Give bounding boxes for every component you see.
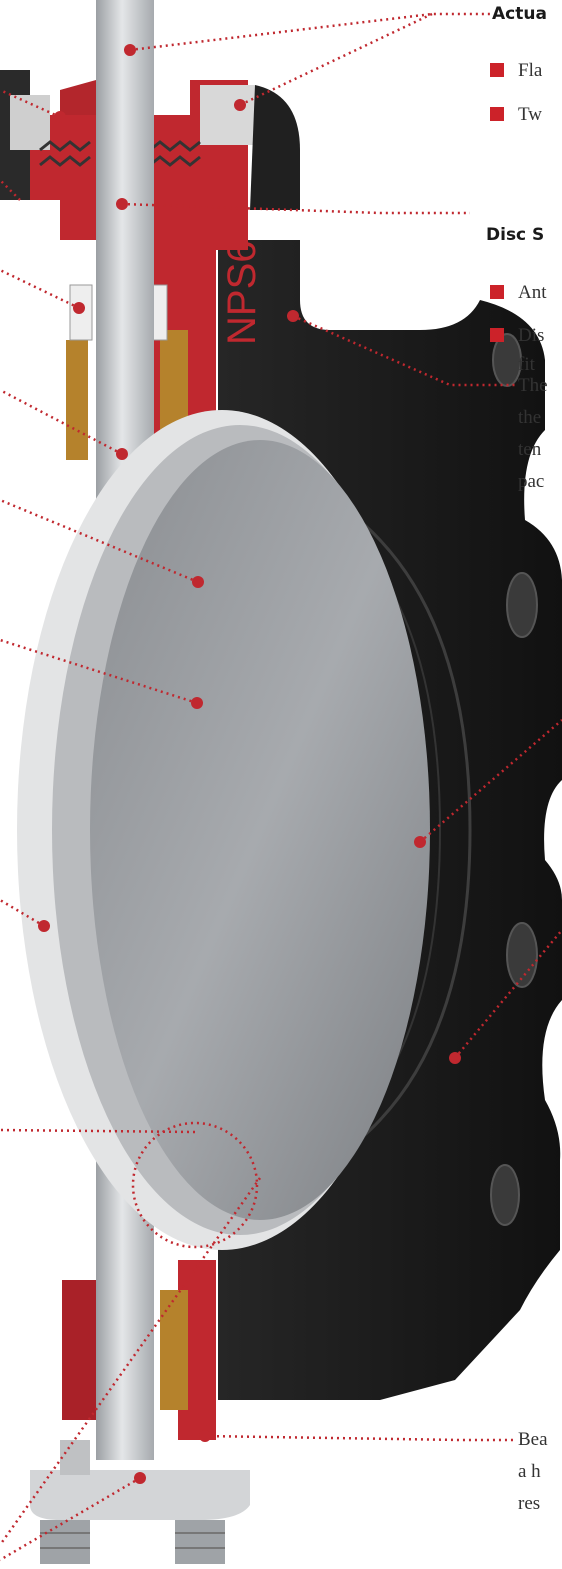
actuator-bullet-1: Fla: [490, 60, 542, 82]
actuator-bullet-2: Tw: [490, 104, 542, 126]
callout-dots: [38, 44, 461, 1484]
disc-bullet-2: Dis: [490, 325, 544, 347]
valve-disc: [17, 410, 430, 1250]
disc-bullet-1: Ant: [490, 282, 547, 304]
actuator-heading: Actua: [492, 4, 547, 24]
callout-lines: [0, 12, 562, 1562]
bottom-cap: [30, 1440, 250, 1564]
bearing-description-line-2: a h: [518, 1461, 541, 1482]
body-description-line-1: The: [518, 375, 548, 396]
bullet-square-icon: [490, 328, 504, 342]
bullet-square-icon: [490, 63, 504, 77]
bearing-description-line-1: Bea: [518, 1429, 548, 1450]
bullet-square-icon: [490, 107, 504, 121]
body-description-line-4: pac: [518, 471, 545, 492]
disc-heading: Disc S: [486, 225, 545, 245]
body-description-line-3: ten: [518, 439, 542, 460]
bearing-description-line-3: res: [518, 1493, 541, 1514]
disc-bullet-2-cont: fit: [518, 354, 535, 375]
size-stamp: NPS6: [220, 241, 264, 346]
body-description-line-2: the: [518, 407, 542, 428]
bullet-square-icon: [490, 285, 504, 299]
